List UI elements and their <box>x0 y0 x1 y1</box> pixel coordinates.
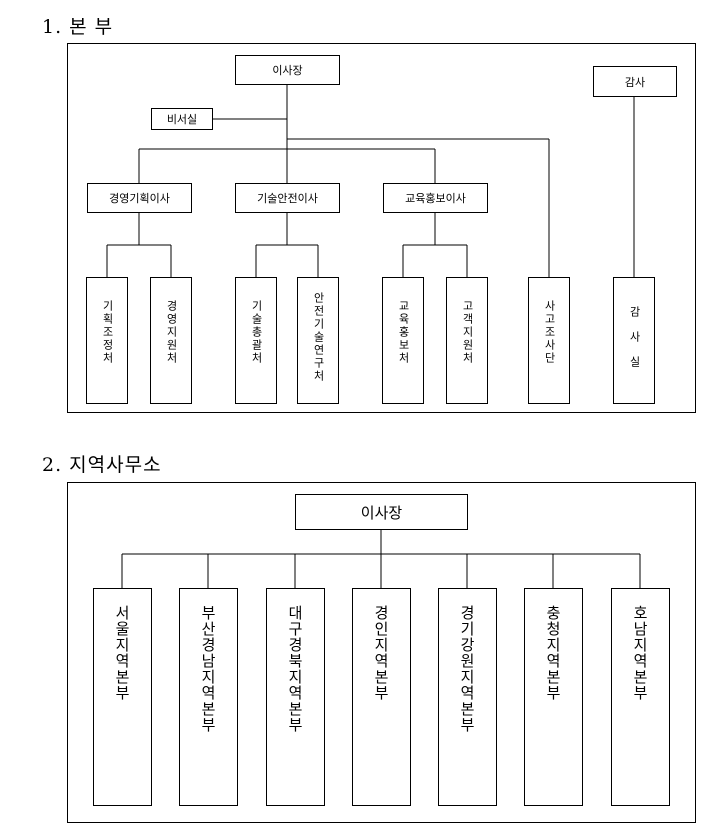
section2-frame <box>67 482 696 823</box>
director-safety-box: 기술안전이사 <box>235 183 340 213</box>
region-box-honam: 호남지역본부 <box>611 588 670 806</box>
unit-safety-research: 안전기술연구처 <box>297 277 339 404</box>
chairman-label: 이사장 <box>272 64 303 77</box>
region-label: 부산경남지역본부 <box>199 605 217 733</box>
section1-frame <box>67 43 696 413</box>
director-safety-label: 기술안전이사 <box>257 192 318 205</box>
unit-accident-investigation: 사고조사단 <box>528 277 570 404</box>
region-label: 경인지역본부 <box>372 605 390 701</box>
region-chairman-label: 이사장 <box>360 503 403 522</box>
unit-label: 고객지원처 <box>461 300 474 365</box>
region-label: 호남지역본부 <box>631 605 649 701</box>
auditor-box: 감사 <box>593 66 677 97</box>
section2-heading: 2. 지역사무소 <box>42 454 162 476</box>
unit-education-pr: 교육홍보처 <box>382 277 424 404</box>
director-education-box: 교육홍보이사 <box>383 183 488 213</box>
region-box-daegu: 대구경북지역본부 <box>266 588 325 806</box>
region-box-busan: 부산경남지역본부 <box>179 588 238 806</box>
unit-management-support: 경영지원처 <box>150 277 192 404</box>
region-label: 대구경북지역본부 <box>286 605 304 733</box>
unit-label: 교육홍보처 <box>397 300 410 365</box>
director-planning-label: 경영기획이사 <box>109 192 170 205</box>
secretary-box: 비서실 <box>151 108 213 130</box>
chairman-box: 이사장 <box>235 55 340 85</box>
region-box-gyeongin: 경인지역본부 <box>352 588 411 806</box>
unit-audit-office: 감사실 <box>613 277 655 404</box>
region-box-seoul: 서울지역본부 <box>93 588 152 806</box>
region-label: 서울지역본부 <box>113 605 131 701</box>
region-label: 충청지역본부 <box>544 605 562 701</box>
secretary-label: 비서실 <box>166 113 198 126</box>
unit-customer-support: 고객지원처 <box>446 277 488 404</box>
unit-label: 기술총괄처 <box>250 300 263 365</box>
director-planning-box: 경영기획이사 <box>87 183 192 213</box>
region-box-chungcheong: 충청지역본부 <box>524 588 583 806</box>
unit-label: 기획조정처 <box>101 300 114 365</box>
director-education-label: 교육홍보이사 <box>405 192 466 205</box>
region-box-gyeonggi: 경기강원지역본부 <box>438 588 497 806</box>
unit-label: 사고조사단 <box>543 300 556 365</box>
region-label: 경기강원지역본부 <box>458 605 476 733</box>
unit-label: 안전기술연구처 <box>312 292 325 383</box>
region-chairman-box: 이사장 <box>295 494 468 530</box>
unit-label: 경영지원처 <box>165 300 178 365</box>
unit-technology-general: 기술총괄처 <box>235 277 277 404</box>
section1-heading: 1. 본 부 <box>42 16 114 38</box>
unit-planning-coordination: 기획조정처 <box>86 277 128 404</box>
auditor-label: 감사 <box>624 75 646 89</box>
unit-label: 감사실 <box>628 306 641 381</box>
